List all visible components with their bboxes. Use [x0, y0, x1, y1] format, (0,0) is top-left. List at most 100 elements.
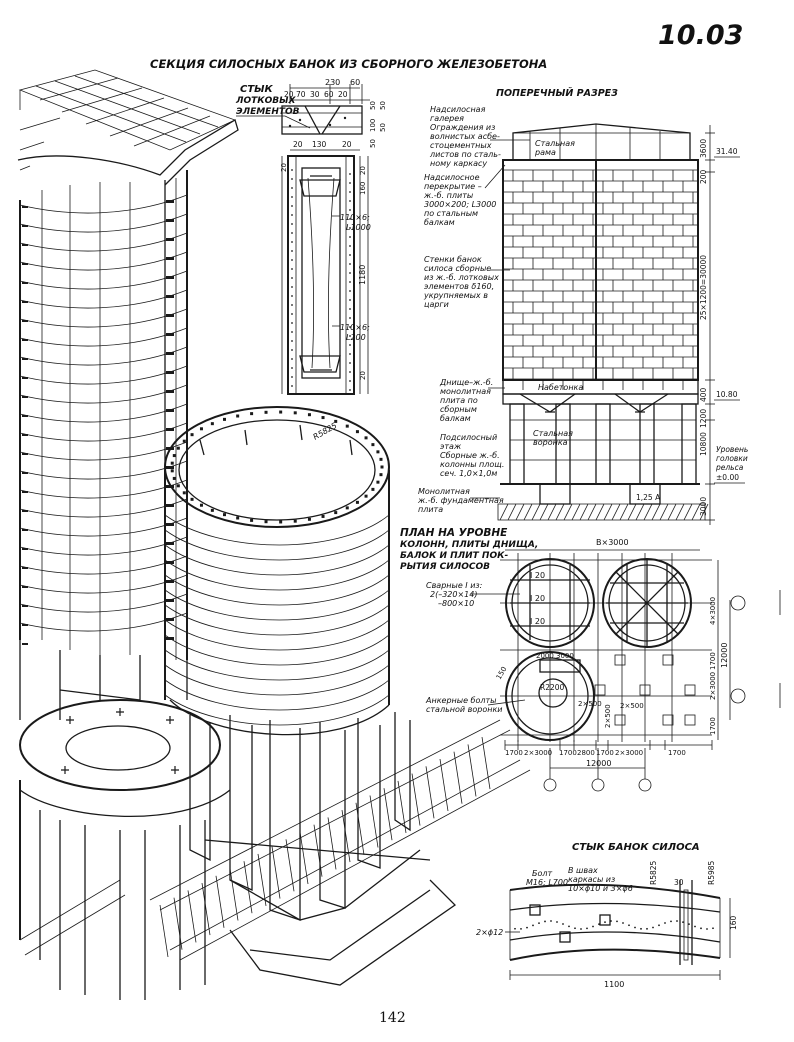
plan-total: 12000 [586, 759, 611, 768]
ring-cylinder-perspective: R5825 [164, 406, 457, 986]
silo-bolt-0: Болт [532, 869, 552, 878]
silo-frames-0: В швах [568, 866, 598, 875]
bottom-label-4: балкам [440, 414, 471, 423]
dim-1200: 1200 [699, 409, 708, 428]
joint-dim-r2-3: 60 [324, 90, 334, 99]
plan-dim-r: R2200 [540, 683, 565, 692]
plan-beams-0: Сварные I из: [426, 581, 483, 590]
joint-dim-r2-4: 20 [338, 90, 348, 99]
joint-title-1: СТЫК [240, 84, 274, 95]
rail-label-2: рельса [715, 463, 744, 472]
walls-label-3: элементов δ160, [424, 282, 494, 291]
dim-10800: 10800 [699, 432, 708, 456]
plan-view: ПЛАН НА УРОВНЕ КОЛОНН, ПЛИТЫ ДНИЩА, БАЛО… [400, 527, 781, 792]
page-number: 142 [379, 1010, 406, 1026]
joint-side-20c: 20 [280, 163, 288, 172]
joint-dim-60: 60 [350, 78, 360, 87]
plan-dim-150: 150 [495, 665, 509, 681]
joint-dim-1180: 1180 [358, 265, 367, 285]
walls-label-1: силоса сборные [424, 264, 491, 273]
dim-400: 400 [699, 387, 708, 402]
plan-right-2: 2×3000 [709, 672, 717, 700]
joint-dim-right-2: 100 [369, 119, 377, 132]
joint-dim-r3-0: 20 [293, 140, 303, 149]
bottom-label-0: Днище–ж.-б. [439, 378, 493, 387]
plan-title-1: КОЛОНН, ПЛИТЫ ДНИЩА, [400, 540, 538, 550]
plan-title-2: БАЛОК И ПЛИТ ПОК- [400, 551, 508, 561]
joint-dim-r2-0: 20 [284, 90, 294, 99]
plan-right-0: 4×3000 [709, 597, 717, 625]
joint-dim-230: 230 [325, 78, 340, 87]
silo-joint-1100: 1100 [604, 980, 624, 989]
cover-label-0: Надсилосное [424, 173, 480, 182]
gallery-label-0: Надсилосная [430, 105, 486, 114]
label-fill: Набетонка [538, 383, 583, 392]
joint-dim-r2-1: 70 [296, 90, 306, 99]
tall-silo-perspective [17, 69, 239, 720]
walls-label-0: Стенки банок [424, 255, 482, 264]
plan-beams-2: –800×10 [438, 599, 474, 608]
plan-anchor-0: Анкерные болты [425, 696, 496, 705]
under-label-3: колонны площ. [440, 460, 504, 469]
joint-note-a2: L1000 [346, 223, 371, 232]
silo-rebar: 2×ϕ12 [476, 928, 503, 937]
plan-right-3: 1700 [709, 717, 717, 735]
gallery-label-2: Ограждения из [430, 123, 495, 132]
silo-joint-detail: СТЫК БАНОК СИЛОСА 1100 R5825 R5985 30 16… [476, 842, 738, 989]
silo-joint-title: СТЫК БАНОК СИЛОСА [572, 842, 700, 853]
joint-dim-right-0: 50 [369, 101, 377, 110]
gallery-label-1: галерея [430, 114, 464, 123]
bottom-label-1: монолитная [440, 387, 491, 396]
silo-joint-160: 160 [729, 915, 738, 930]
under-label-1: этаж [440, 442, 462, 451]
joint-side-160: 160 [359, 182, 367, 195]
cover-label-2: ж.-б. плиты [423, 191, 473, 200]
joint-dim-right-3: 50 [379, 123, 387, 132]
under-label-2: Сборные ж.-б. [440, 451, 500, 460]
cover-label-1: перекрытие – [424, 182, 482, 191]
label-frame-2: рама [534, 148, 556, 157]
label-frame-1: Стальная [535, 139, 575, 148]
joint-dim-right-1: 50 [379, 101, 387, 110]
under-label-0: Подсилосный [440, 433, 497, 442]
plan-dim-top: В×3000 [596, 538, 629, 547]
dim-3000: 3000 [699, 497, 708, 516]
joint-side-20b: 20 [359, 371, 367, 380]
plan-bot-6: 1700 [668, 749, 686, 757]
joint-dim-r3-2: 20 [342, 140, 352, 149]
foundation-label-0: Монолитная [418, 487, 470, 496]
joint-note-b2: L200 [346, 333, 366, 342]
silo-bolt-1: М16; L700 [526, 878, 568, 887]
plan-title-3: РЫТИЯ СИЛОСОВ [400, 562, 490, 572]
beam-mark-2: I 20 [530, 617, 545, 626]
joint-note-a1: 110×6; [340, 213, 370, 222]
joint-side-20a: 20 [359, 166, 367, 175]
plan-anchor-1: стальной воронки [426, 705, 503, 714]
bottom-label-2: плита по [440, 396, 478, 405]
elev-1080: 10.80 [716, 390, 738, 399]
cross-section: ПОПЕРЕЧНЫЙ РАЗРЕЗ Стальная рама Набетонк… [417, 87, 748, 525]
cross-section-title: ПОПЕРЕЧНЫЙ РАЗРЕЗ [496, 87, 618, 99]
plan-small-0: 2×500 [578, 700, 602, 708]
silo-frames-1: каркасы из [568, 875, 615, 884]
plan-bot-2: 1700 [559, 749, 577, 757]
plan-inner-0: 2000 [536, 652, 554, 660]
foundation-label-1: ж.-б. фундаментная [417, 496, 504, 505]
walls-label-5: царги [424, 300, 449, 309]
cover-label-5: балкам [424, 218, 455, 227]
elev-000: ±0.00 [716, 473, 739, 482]
cover-label-3: 3000×200; L3000 [424, 200, 496, 209]
foundation-label-2: плита [418, 505, 443, 514]
dim-200: 200 [699, 169, 708, 184]
plan-bot-5: 2×3000 [615, 749, 643, 757]
plan-small-1: 2×500 [620, 702, 644, 710]
gallery-label-6: ному каркасу [430, 159, 487, 168]
plan-inner-1: 3000 [556, 652, 574, 660]
bottom-label-3: сборным [440, 405, 477, 414]
joint-note-b1: 110×6; [340, 323, 370, 332]
funnel-label-1: воронка [533, 438, 568, 447]
dim-3600: 3600 [699, 139, 708, 158]
plan-bot-1: 2×3000 [524, 749, 552, 757]
plan-bot-0: 1700 [505, 749, 523, 757]
plan-small-2: 2×500 [604, 704, 612, 728]
